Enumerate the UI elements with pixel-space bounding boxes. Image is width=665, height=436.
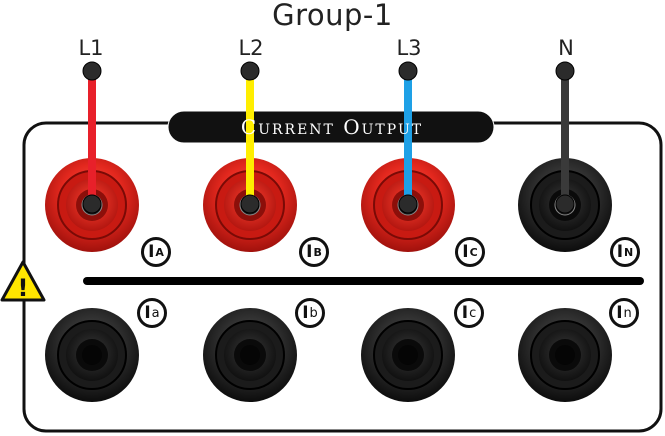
badge-prefix: I [616, 242, 624, 262]
terminal-ib-lower [203, 308, 297, 402]
terminal-ia-lower [45, 308, 139, 402]
wire-label-l2: L2 [238, 36, 264, 60]
badge-sub: N [624, 245, 634, 259]
badge-sub: a [151, 305, 160, 321]
terminal-in-lower [518, 308, 612, 402]
wire-label-l3: L3 [396, 36, 422, 60]
badge-sub: A [155, 245, 164, 259]
wire-label-l1: L1 [78, 36, 104, 60]
badge-prefix: I [462, 242, 469, 262]
badge-prefix: I [148, 242, 155, 262]
badge-sub: C [469, 245, 478, 259]
wire-n [555, 61, 575, 214]
banner-title: Current Output [240, 115, 424, 139]
warning-icon: ! [0, 260, 46, 302]
badge-sub: c [469, 305, 477, 321]
group-title: Group-1 [272, 0, 393, 32]
wire-l3 [398, 61, 418, 214]
badge-sub: n [623, 305, 632, 321]
wire-l1 [82, 61, 102, 214]
warning-symbol: ! [18, 274, 29, 302]
badge-sub: b [309, 305, 318, 321]
badge-prefix: I [306, 242, 313, 262]
badge-prefix: I [302, 303, 309, 323]
terminal-ic-lower [361, 308, 455, 402]
wire-label-n: N [558, 36, 574, 60]
badge-prefix: I [461, 303, 469, 323]
badge-prefix: I [144, 303, 151, 323]
badge-sub: B [313, 245, 322, 259]
badge-prefix: I [616, 303, 623, 323]
wire-l2 [240, 61, 260, 214]
terminal-in [518, 158, 612, 252]
